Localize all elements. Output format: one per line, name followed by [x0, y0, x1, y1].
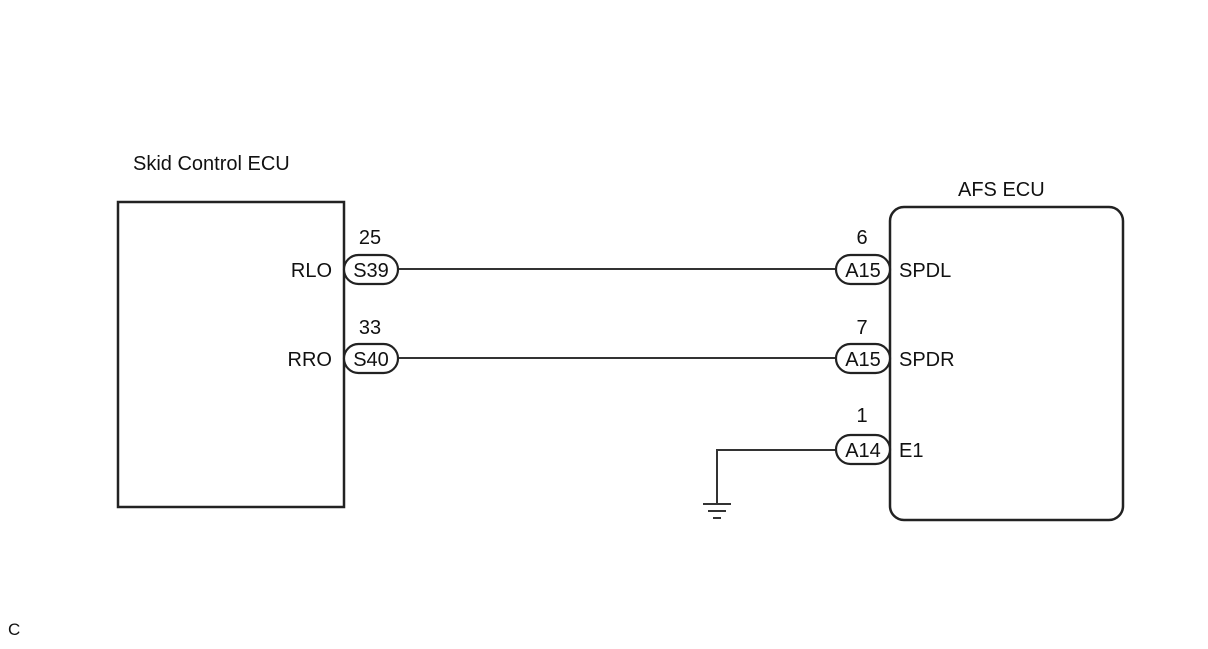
terminal-label-rlo: RLO: [291, 260, 332, 282]
connector-code-a15-spdr: A15: [845, 349, 881, 371]
connector-code-a14: A14: [845, 440, 881, 462]
terminal-label-spdr: SPDR: [899, 349, 955, 371]
connector-a15-spdr: [834, 342, 892, 375]
afs-ecu-title: AFS ECU: [958, 179, 1045, 201]
skid-control-ecu-box: [116, 200, 346, 509]
pin-number-33: 33: [359, 317, 381, 339]
terminal-label-e1: E1: [899, 440, 923, 462]
pin-number-25: 25: [359, 227, 381, 249]
connector-s39: [342, 253, 400, 286]
corner-label: C: [8, 620, 20, 639]
connector-code-s39: S39: [353, 260, 389, 282]
pin-number-1: 1: [856, 405, 867, 427]
skid-control-ecu-title: Skid Control ECU: [133, 153, 290, 175]
connector-code-s40: S40: [353, 349, 389, 371]
connector-a15-spdl: [834, 253, 892, 286]
pin-number-6: 6: [856, 227, 867, 249]
connector-code-a15-spdl: A15: [845, 260, 881, 282]
terminal-label-rro: RRO: [288, 349, 332, 371]
pin-number-7: 7: [856, 317, 867, 339]
terminal-label-spdl: SPDL: [899, 260, 951, 282]
ground-symbol-icon: [703, 503, 731, 519]
ground-wire: [716, 449, 836, 503]
connector-a14: [834, 433, 892, 466]
connector-s40: [342, 342, 400, 375]
